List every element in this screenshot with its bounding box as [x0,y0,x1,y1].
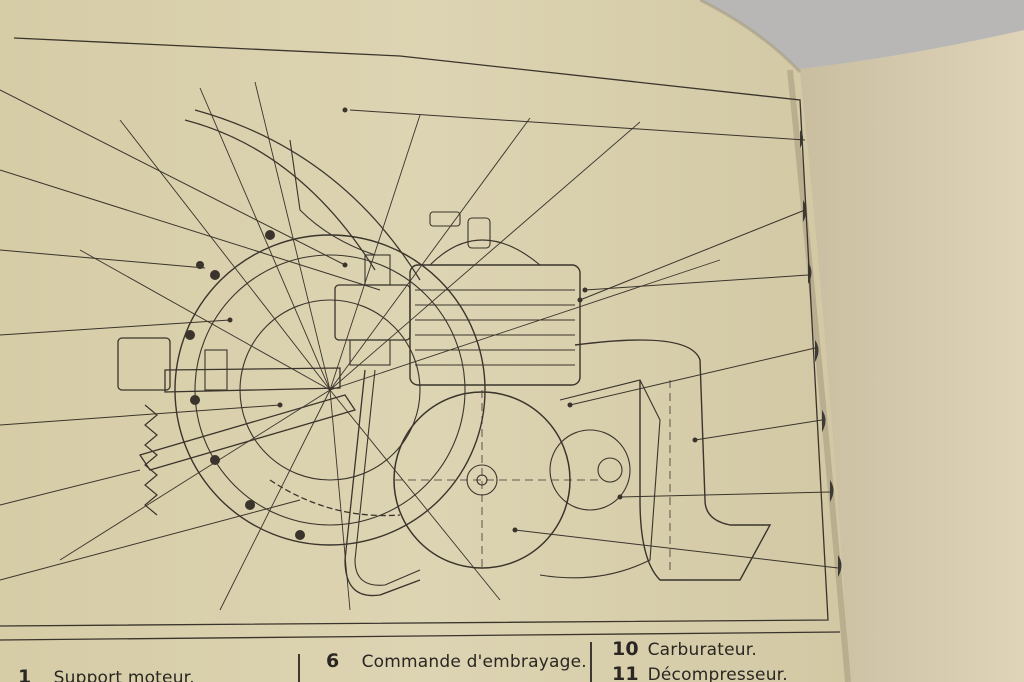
main-page [0,0,850,682]
legend-item-6: 6 Commande d'embrayage. [326,650,587,672]
legend-label: Commande d'embrayage. [361,652,587,672]
leader-lines [0,89,839,581]
legend-number: 6 [326,650,340,672]
legend-label: Support moteur. [53,668,195,682]
legend-item-11: 11 Décompresseur. [612,663,788,682]
drum-bolts [185,230,305,540]
legend-number: 10 [612,638,639,660]
legend-label: Décompresseur. [647,665,788,682]
cylinder-fins [415,289,575,366]
diagram-frame [0,37,841,641]
legend-divider-2 [590,642,592,682]
legend: 1 Support moteur. 6 Commande d'embrayage… [0,636,830,682]
legend-number: 11 [612,663,639,682]
legend-number: 1 [18,666,32,682]
legend-label: Carburateur. [647,640,757,660]
next-page [790,30,1024,682]
engine-drawing [59,81,772,611]
leader-dots [227,107,698,533]
legend-item-1: 1 Support moteur. [18,666,195,682]
legend-item-10: 10 Carburateur. [612,638,757,660]
wheel-spokes [59,81,721,611]
legend-divider-1 [298,654,300,682]
